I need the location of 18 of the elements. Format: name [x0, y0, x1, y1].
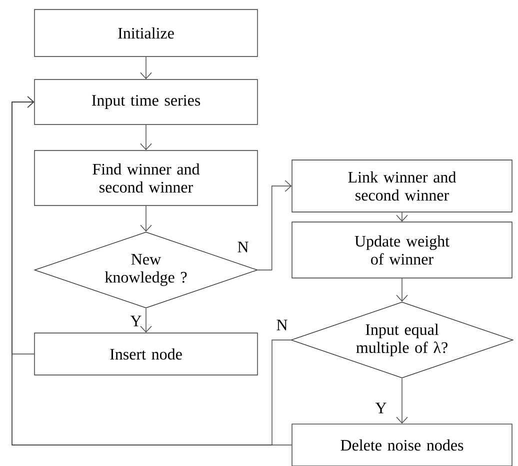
process-box: Delete noise nodes: [292, 424, 512, 466]
arrow: [258, 180, 292, 270]
process-box: Link winner and second winner: [292, 160, 512, 212]
process-box: Input time series: [34, 79, 258, 125]
process-box: Insert node: [34, 332, 258, 376]
process-box: Update weight of winner: [292, 222, 512, 278]
edge-label: N: [276, 320, 288, 330]
edge-label: Y: [375, 402, 386, 414]
edge-label: Y: [130, 316, 142, 326]
arrow: [140, 124, 152, 150]
process-box: Find winner and second winner: [34, 150, 258, 206]
edge-label: N: [238, 242, 248, 252]
arrow: [140, 56, 152, 80]
arrow: [140, 206, 152, 232]
arrow: [396, 378, 408, 424]
arrow: [140, 308, 152, 333]
arrow: [396, 278, 408, 302]
process-box: Initialize: [34, 9, 258, 57]
